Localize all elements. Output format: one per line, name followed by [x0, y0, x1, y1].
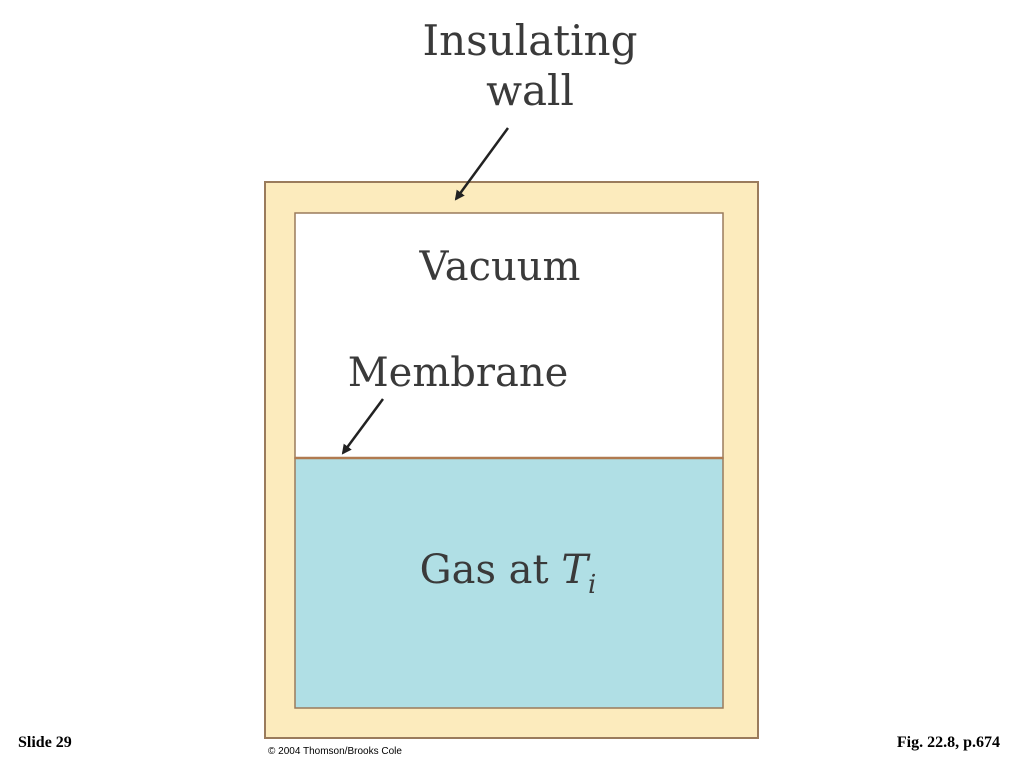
membrane-arrow: [341, 398, 385, 455]
gas-label-variable: T: [561, 547, 591, 593]
figure-reference: Fig. 22.8, p.674: [896, 734, 1000, 751]
gas-label-prefix: Gas at: [420, 547, 562, 593]
wall-label-line1: Insulating: [423, 16, 638, 65]
gas-label: Gas at Ti: [420, 547, 597, 600]
vacuum-region: [294, 212, 724, 459]
wall-arrow: [454, 127, 510, 201]
membrane-label: Membrane: [348, 350, 569, 396]
wall-label-line2: wall: [486, 66, 574, 115]
slide-number: Slide 29: [18, 734, 72, 751]
copyright-notice: © 2004 Thomson/Brooks Cole: [268, 746, 402, 757]
gas-label-subscript: i: [588, 570, 596, 600]
vacuum-label: Vacuum: [419, 244, 581, 290]
